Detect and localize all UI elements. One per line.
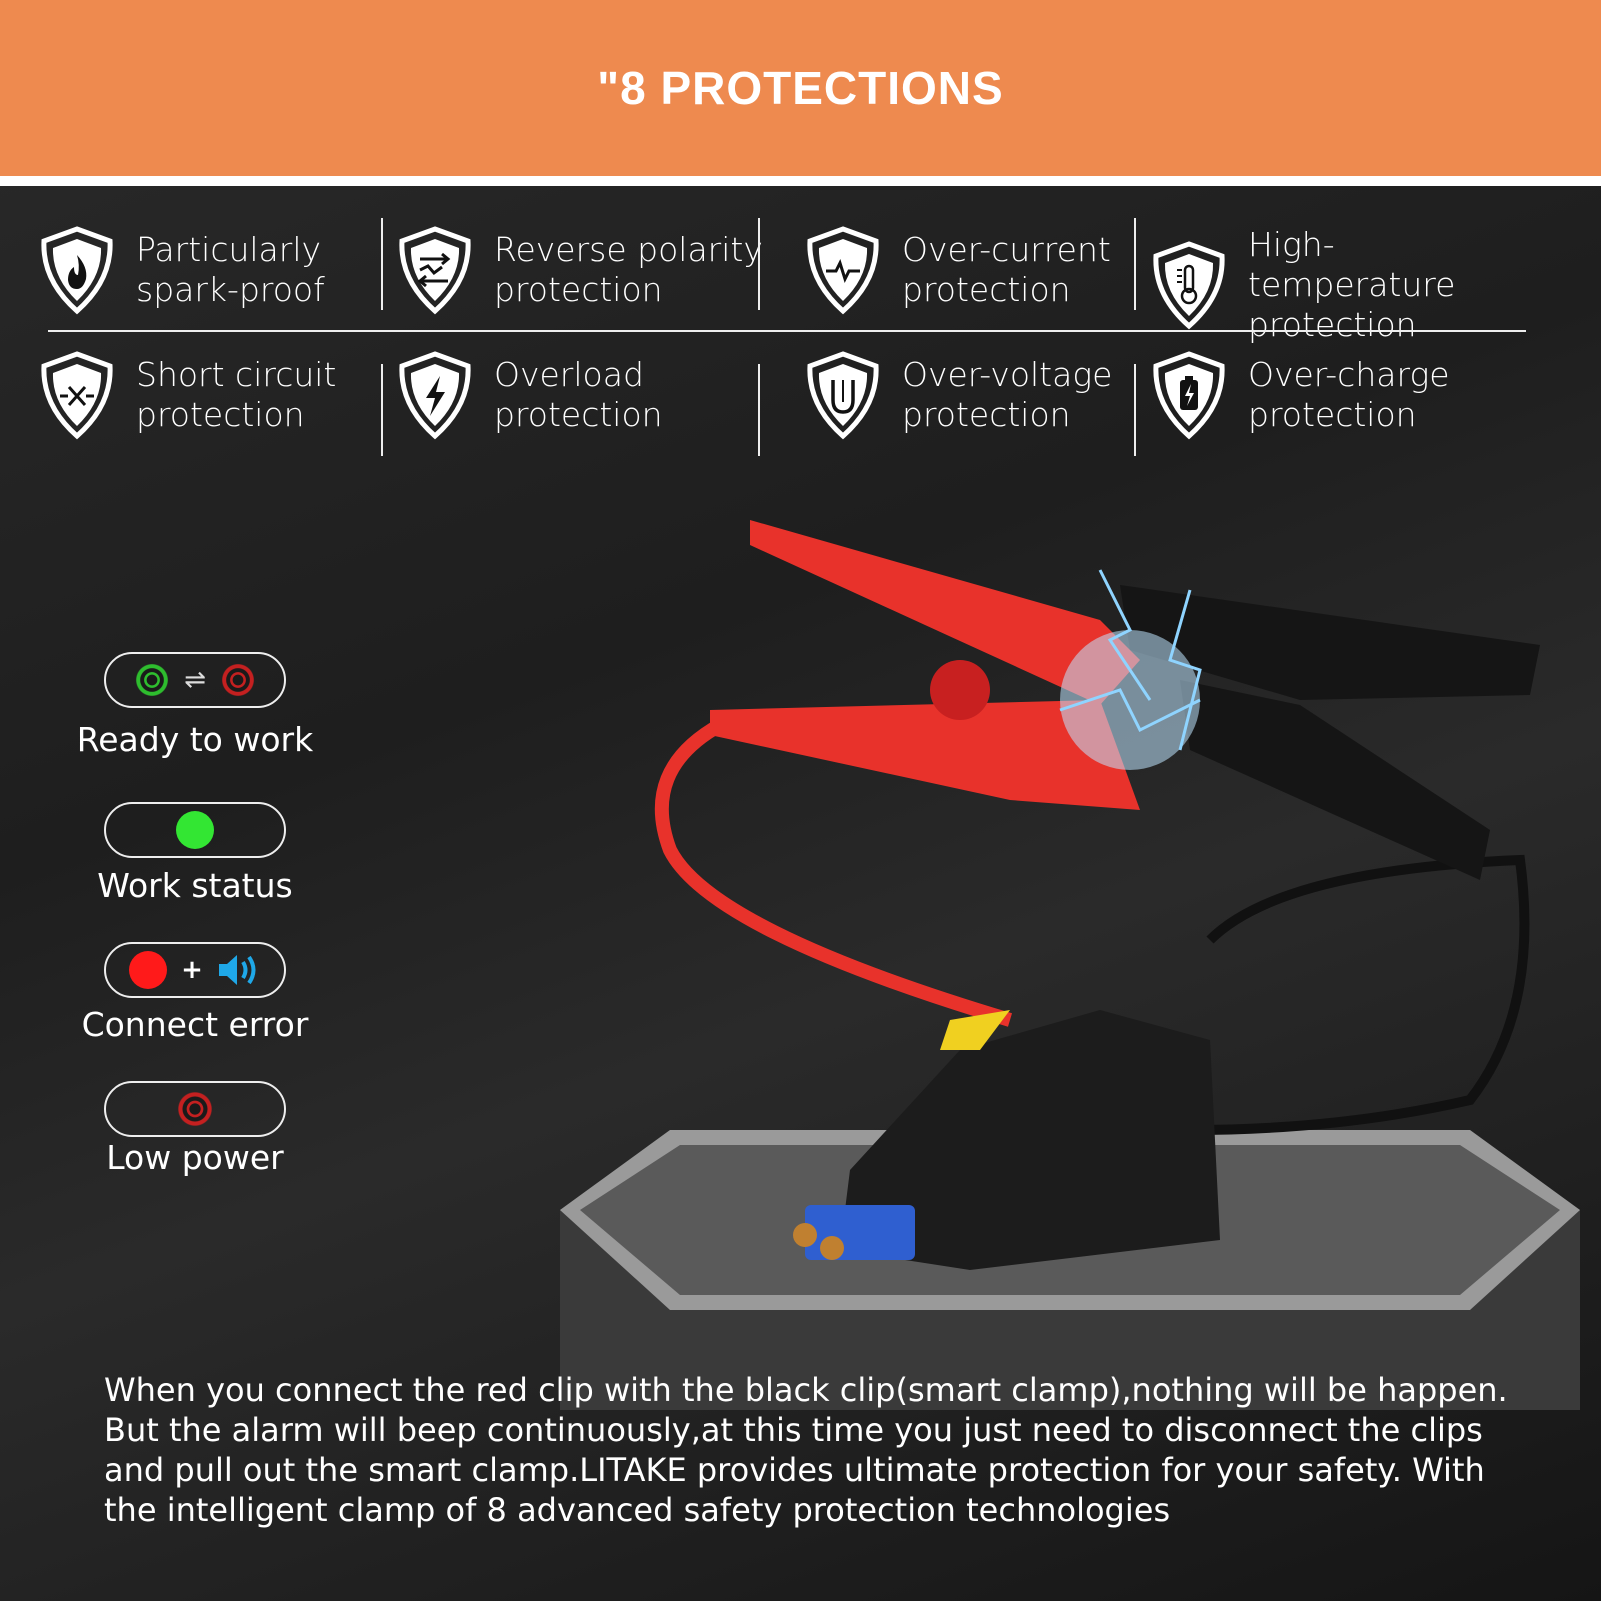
column-divider [381, 364, 383, 456]
status-label: Low power [106, 1138, 284, 1177]
thermometer-shield-icon [1150, 240, 1228, 330]
feature-label: spark-proof [136, 270, 325, 309]
status-label: Work status [97, 866, 293, 905]
speaker-icon [218, 955, 256, 985]
red-led-icon [129, 951, 168, 989]
u-shield-icon [804, 350, 882, 440]
feature-label: High-temperature [1248, 225, 1456, 304]
feature-label: Overload [494, 355, 644, 394]
description-text: When you connect the red clip with the b… [104, 1371, 1508, 1529]
reverse-polarity-shield-icon [396, 225, 474, 315]
feature-label: Over-charge [1248, 355, 1450, 394]
feature-label: Over-current [902, 230, 1111, 269]
feature-label: protection [494, 395, 663, 434]
column-divider [1134, 364, 1136, 456]
page-title: "8 PROTECTIONS [597, 62, 1004, 114]
feature-label: Short circuit [136, 355, 337, 394]
status-pill-low-power [104, 1081, 286, 1137]
x-circuit-shield-icon [38, 350, 116, 440]
feature-label: protection [1248, 395, 1417, 434]
column-divider [758, 218, 760, 310]
status-pill-error: + [104, 942, 286, 998]
feature-label: Over-voltage [902, 355, 1113, 394]
column-divider [381, 218, 383, 310]
plus-icon: + [181, 955, 203, 985]
feature-label: protection [136, 395, 305, 434]
battery-shield-icon [1150, 350, 1228, 440]
feature-label: protection [494, 270, 663, 309]
green-led-icon [176, 811, 214, 849]
red-dotted-led-icon [176, 1090, 214, 1128]
status-pill-work [104, 802, 286, 858]
pulse-shield-icon [804, 225, 882, 315]
green-dotted-led-icon [134, 662, 171, 698]
flame-shield-icon [38, 225, 116, 315]
exchange-arrows-icon: ⇌ [184, 665, 206, 695]
lightning-shield-icon [396, 350, 474, 440]
feature-label: protection [1248, 305, 1417, 344]
status-label: Ready to work [76, 720, 314, 759]
status-label: Connect error [81, 1005, 309, 1044]
smart-clamp-product-image [560, 520, 1580, 1410]
column-divider [758, 364, 760, 456]
divider-band [0, 176, 1601, 186]
red-dotted-led-icon [219, 662, 256, 698]
header-banner: "8 PROTECTIONS [0, 0, 1601, 176]
feature-label: Particularly [136, 230, 322, 269]
row-divider [48, 330, 1526, 332]
feature-label: protection [902, 395, 1071, 434]
feature-label: Reverse polarity [494, 230, 763, 269]
status-pill-ready: ⇌ [104, 652, 286, 708]
column-divider [1134, 218, 1136, 310]
feature-label: protection [902, 270, 1071, 309]
